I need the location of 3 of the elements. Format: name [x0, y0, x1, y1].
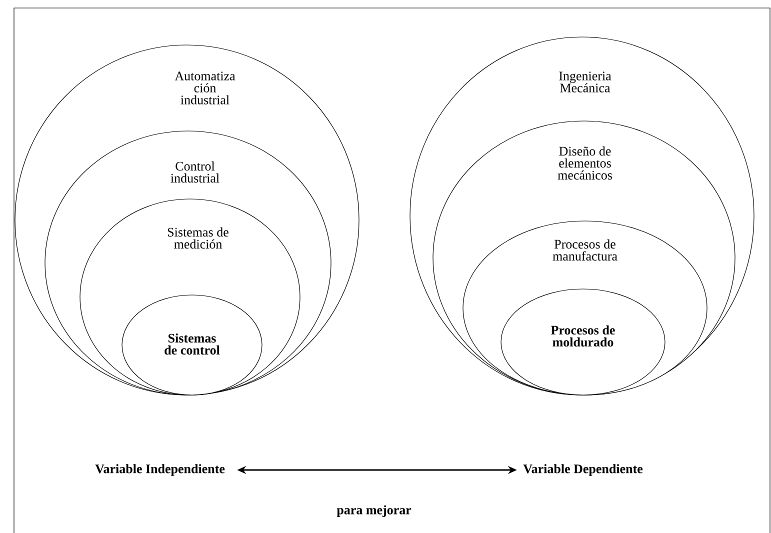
- variable-label: Variable Dependiente: [523, 464, 643, 476]
- variable-label: Variable Independiente: [95, 464, 225, 476]
- edge-label: para mejorar: [336, 505, 412, 517]
